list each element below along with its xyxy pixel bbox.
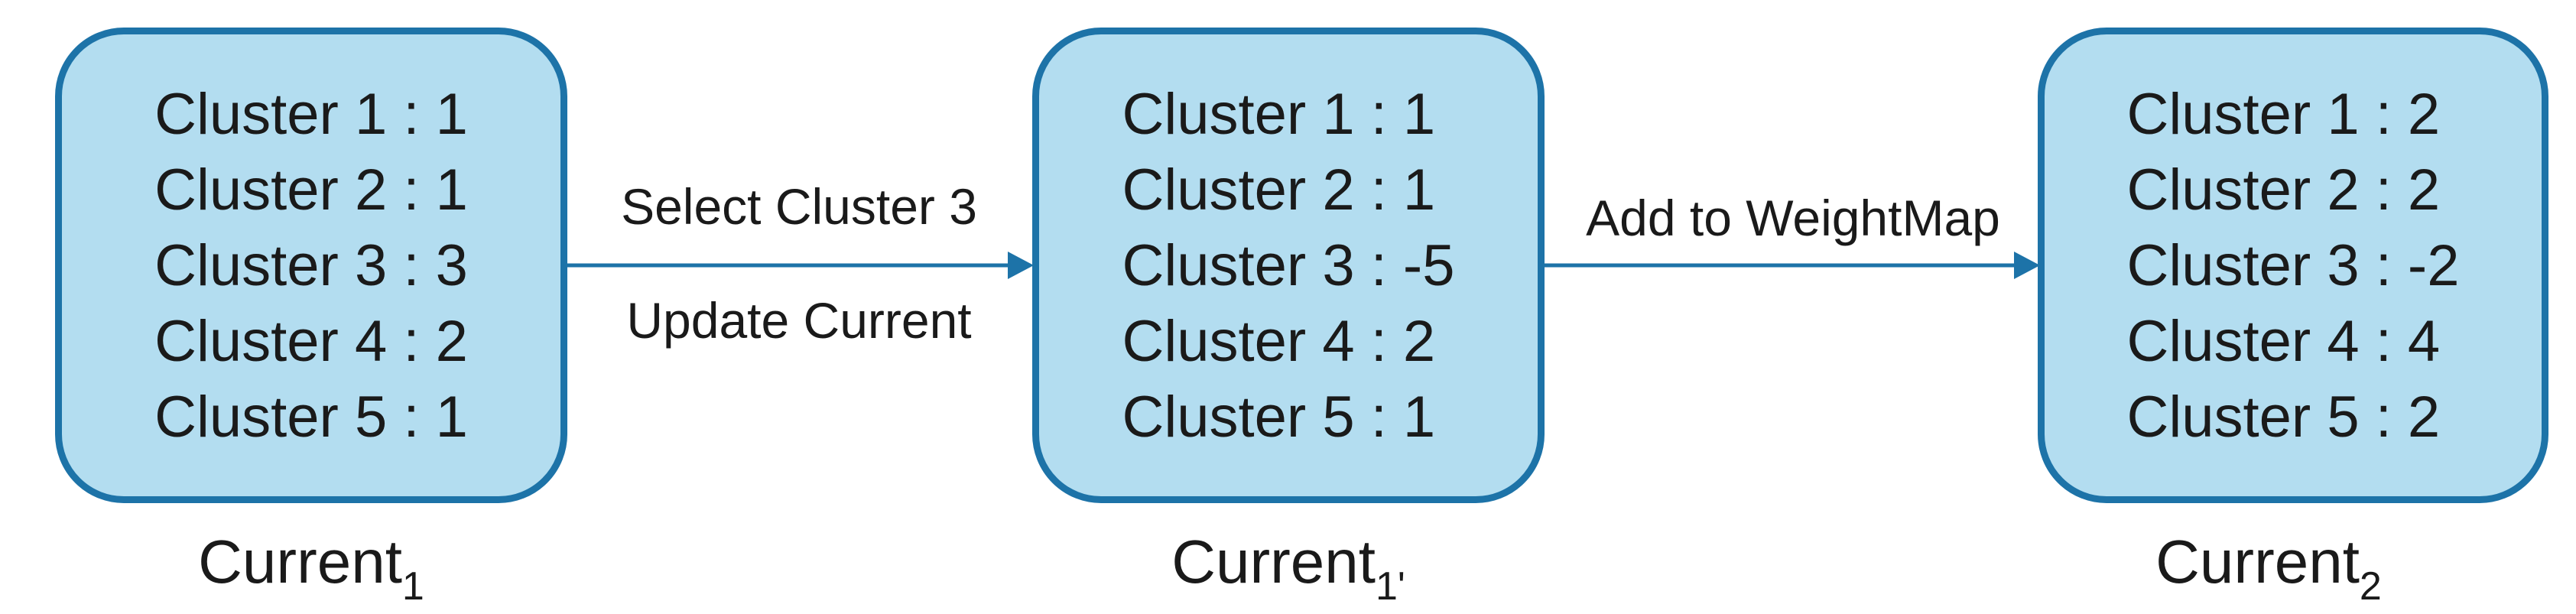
edge-arrowhead-add-weightmap xyxy=(2014,252,2040,279)
node-box-current-1-prime: Cluster 1 : 1 Cluster 2 : 1 Cluster 3 : … xyxy=(1032,28,1545,503)
cluster-entry: Cluster 2 : 1 xyxy=(154,157,468,223)
cluster-entry: Cluster 4 : 4 xyxy=(2126,308,2441,374)
node-lines: Cluster 1 : 1 Cluster 2 : 1 Cluster 3 : … xyxy=(154,76,468,455)
node-caption-current-2: Current2 xyxy=(2116,528,2422,606)
caption-base: Current xyxy=(2155,528,2360,596)
cluster-entry: Cluster 1 : 1 xyxy=(154,81,468,147)
cluster-entry: Cluster 3 : 3 xyxy=(154,232,468,298)
edge-label-update: Update Current xyxy=(626,292,972,349)
cluster-entry: Cluster 1 : 2 xyxy=(2126,81,2441,147)
caption-subscript: 2 xyxy=(2359,564,2382,609)
caption-base: Current xyxy=(198,528,402,596)
caption-subscript: 1' xyxy=(1375,564,1405,609)
edge-label-select: Select Cluster 3 xyxy=(621,178,977,235)
caption-subscript: 1 xyxy=(401,564,424,609)
node-caption-current-1-prime: Current1' xyxy=(1135,528,1441,606)
cluster-entry: Cluster 5 : 1 xyxy=(1122,384,1436,450)
cluster-entry: Cluster 4 : 2 xyxy=(154,308,468,374)
cluster-entry: Cluster 5 : 1 xyxy=(154,384,468,450)
cluster-entry: Cluster 1 : 1 xyxy=(1122,81,1436,147)
node-box-current-2: Cluster 1 : 2 Cluster 2 : 2 Cluster 3 : … xyxy=(2038,28,2548,503)
node-caption-current-1: Current1 xyxy=(158,528,464,606)
edge-label-add-weightmap: Add to WeightMap xyxy=(1586,190,2000,246)
cluster-entry: Cluster 2 : 1 xyxy=(1122,157,1436,223)
node-lines: Cluster 1 : 2 Cluster 2 : 2 Cluster 3 : … xyxy=(2126,76,2459,455)
cluster-entry: Cluster 5 : 2 xyxy=(2126,384,2441,450)
node-box-current-1: Cluster 1 : 1 Cluster 2 : 1 Cluster 3 : … xyxy=(55,28,567,503)
caption-base: Current xyxy=(1171,528,1376,596)
cluster-entry: Cluster 3 : -5 xyxy=(1122,232,1455,298)
cluster-entry: Cluster 4 : 2 xyxy=(1122,308,1436,374)
edge-arrowhead-select-update xyxy=(1008,252,1034,279)
cluster-entry: Cluster 2 : 2 xyxy=(2126,157,2441,223)
cluster-entry: Cluster 3 : -2 xyxy=(2126,232,2460,298)
node-lines: Cluster 1 : 1 Cluster 2 : 1 Cluster 3 : … xyxy=(1122,76,1454,455)
